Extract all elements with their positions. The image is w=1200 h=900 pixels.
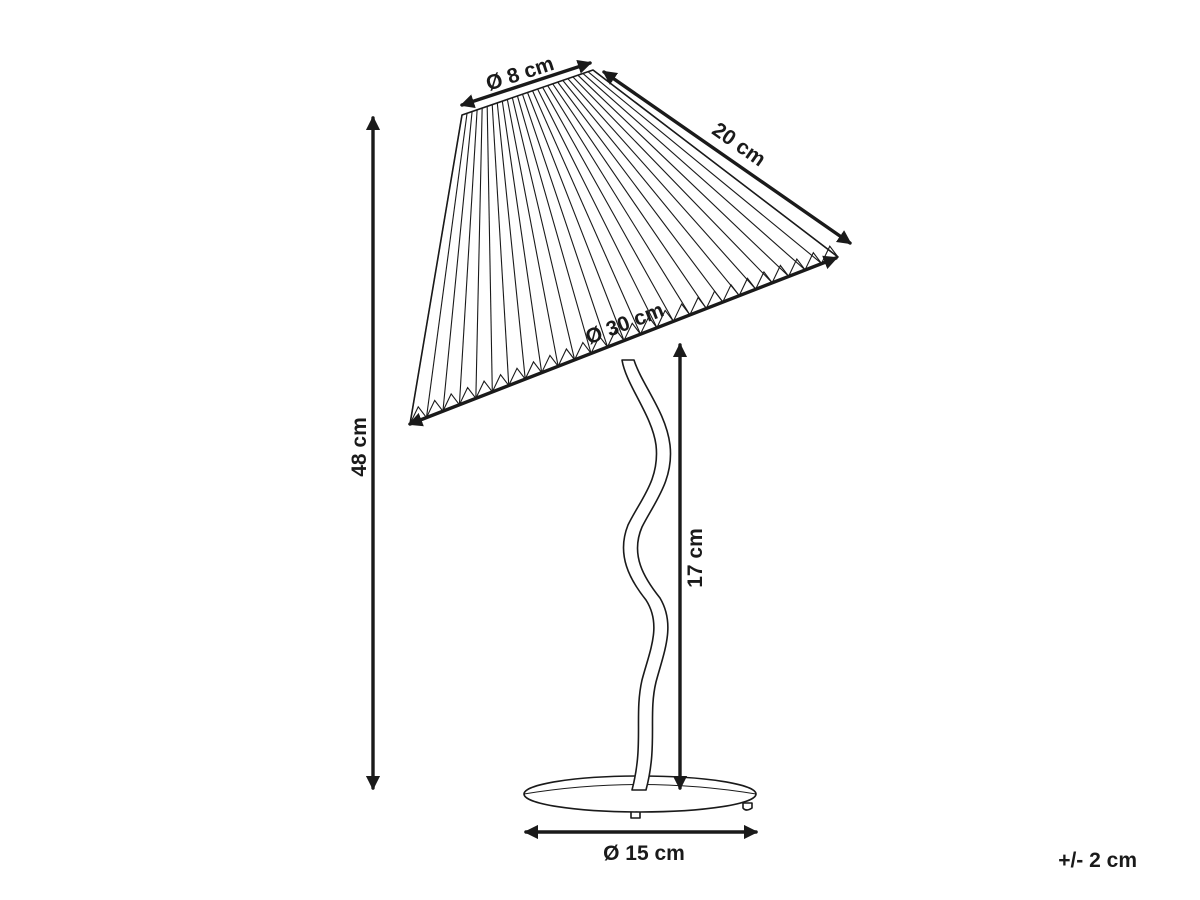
shade-slant-label: 20 cm <box>708 118 770 171</box>
total-height-label: 48 cm <box>348 417 371 477</box>
base-diameter-label: Ø 15 cm <box>603 842 685 865</box>
lamp-stem <box>621 359 672 791</box>
shade-slant-arrow <box>602 70 852 245</box>
stem-height-label: 17 cm <box>684 528 707 588</box>
lamp-shade <box>409 69 839 425</box>
top-diameter-arrow <box>459 60 593 108</box>
tolerance-label: +/- 2 cm <box>1058 849 1137 872</box>
dimension-lines <box>365 60 852 840</box>
bottom-diameter-arrow <box>408 255 838 427</box>
lamp-drawing <box>409 69 839 819</box>
